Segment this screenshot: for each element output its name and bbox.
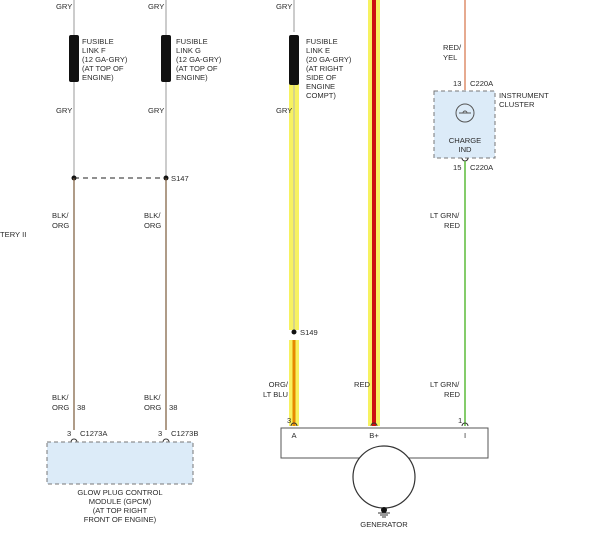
wire-label-g-pin-b: ORG	[144, 403, 161, 412]
red-yel-label-b: YEL	[443, 53, 457, 62]
wire-label-f-brown-b: ORG	[52, 221, 69, 230]
link-g-line4: (AT TOP OF	[176, 64, 218, 73]
ground-icon	[381, 507, 387, 513]
fusible-link-g-circuit: GRY FUSIBLE LINK G (12 GA-GRY) (AT TOP O…	[144, 0, 222, 443]
cluster-conn-bot: C220A	[470, 163, 494, 172]
link-e-line5: SIDE OF	[306, 73, 337, 82]
splice-s149-label: S149	[300, 328, 318, 337]
green-top-label-b: RED	[444, 221, 461, 230]
charge-indicator-icon	[455, 103, 475, 123]
link-g-line3: (12 GA-GRY)	[176, 55, 222, 64]
green-label-b: RED	[444, 390, 461, 399]
wire-label-f-below: GRY	[56, 106, 72, 115]
link-e-line4: (AT RIGHT	[306, 64, 344, 73]
cluster-title-b: CLUSTER	[499, 100, 535, 109]
gpcm-line4: FRONT OF ENGINE)	[84, 515, 157, 524]
link-e-line3: (20 GA-GRY)	[306, 55, 352, 64]
wire-label-f-top: GRY	[56, 2, 72, 11]
link-f-line4: (AT TOP OF	[82, 64, 124, 73]
green-top-label-a: LT GRN/	[430, 211, 460, 220]
link-g-line1: FUSIBLE	[176, 37, 208, 46]
conn-c1273b: C1273B	[171, 429, 198, 438]
wire-label-f-brown-a: BLK/	[52, 211, 69, 220]
gpcm-line1: GLOW PLUG CONTROL	[77, 488, 162, 497]
link-e-line1: FUSIBLE	[306, 37, 338, 46]
cluster-title-a: INSTRUMENT	[499, 91, 549, 100]
link-f-line1: FUSIBLE	[82, 37, 114, 46]
wire-label-g-brown-b: ORG	[144, 221, 161, 230]
link-f-line5: ENGINE)	[82, 73, 114, 82]
cluster-pin-bot: 15	[453, 163, 461, 172]
red-yel-label-a: RED/	[443, 43, 462, 52]
link-g-line2: LINK G	[176, 46, 201, 55]
orange-wire-label-a: ORG/	[269, 380, 289, 389]
wire-label-g-below: GRY	[148, 106, 164, 115]
fusible-link-e	[289, 35, 299, 85]
red-wire-circuit: RED	[354, 0, 380, 426]
fusible-link-e-circuit: GRY FUSIBLE LINK E (20 GA-GRY) (AT RIGHT…	[263, 0, 352, 426]
wire-label-e-below: GRY	[276, 106, 292, 115]
cluster-pin-top: 13	[453, 79, 461, 88]
wire-label-e-top: GRY	[276, 2, 292, 11]
green-pin: 1	[458, 416, 462, 425]
generator-symbol	[352, 445, 416, 509]
pin-g: 38	[169, 403, 177, 412]
terminal-a: A	[291, 431, 297, 440]
gpcm-line3: (AT TOP RIGHT	[93, 506, 148, 515]
left-cut-label: TERY II	[0, 230, 26, 239]
pin-f: 38	[77, 403, 85, 412]
generator-label: GENERATOR	[360, 520, 408, 529]
conn-pin-f: 3	[67, 429, 71, 438]
link-e-line6: ENGINE	[306, 82, 335, 91]
wire-label-g-top: GRY	[148, 2, 164, 11]
wire-label-f-pin-b: ORG	[52, 403, 69, 412]
generator-assembly: A B+ I GENERATOR	[280, 422, 489, 529]
gpcm-box	[46, 441, 194, 485]
wire-label-g-brown-a: BLK/	[144, 211, 161, 220]
fusible-link-f	[69, 35, 79, 82]
green-label-a: LT GRN/	[430, 380, 460, 389]
splice-s147-label: S147	[171, 174, 189, 183]
cluster-conn-top: C220A	[470, 79, 494, 88]
conn-pin-g: 3	[158, 429, 162, 438]
wire-label-f-pin-a: BLK/	[52, 393, 69, 402]
link-g-line5: ENGINE)	[176, 73, 208, 82]
link-f-line2: LINK F	[82, 46, 106, 55]
orange-wire-pin: 3	[287, 416, 291, 425]
red-wire-label: RED	[354, 380, 371, 389]
link-e-line2: LINK E	[306, 46, 330, 55]
conn-c1273a: C1273A	[80, 429, 108, 438]
wire-label-g-pin-a: BLK/	[144, 393, 161, 402]
charge-ind-b: IND	[458, 145, 472, 154]
splice-dot-s149	[291, 329, 297, 335]
fusible-link-f-circuit: GRY FUSIBLE LINK F (12 GA-GRY) (AT TOP O…	[52, 0, 128, 443]
gpcm-line2: MODULE (GPCM)	[89, 497, 152, 506]
instrument-cluster-circuit: RED/ YEL 13 C220A INSTRUMENT CLUSTER CHA…	[430, 0, 549, 426]
link-e-line7: COMPT)	[306, 91, 336, 100]
terminal-i: I	[464, 431, 466, 440]
orange-wire-label-b: LT BLU	[263, 390, 288, 399]
link-f-line3: (12 GA-GRY)	[82, 55, 128, 64]
fusible-link-g	[161, 35, 171, 82]
instrument-cluster-box	[433, 90, 496, 159]
charge-ind-a: CHARGE	[449, 136, 482, 145]
terminal-bplus: B+	[369, 431, 379, 440]
